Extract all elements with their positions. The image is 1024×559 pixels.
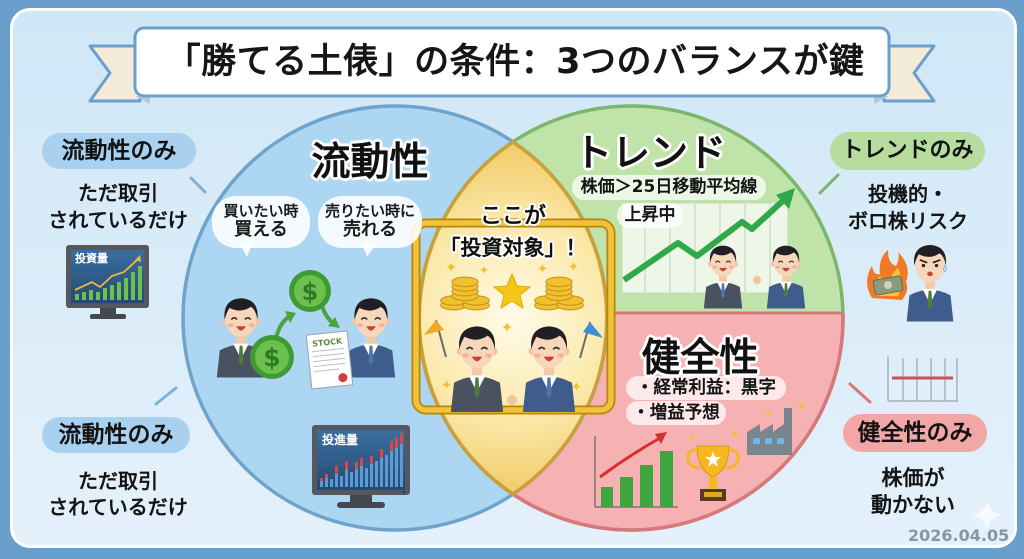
callout-connectors bbox=[154, 173, 872, 406]
flag-icon bbox=[424, 319, 447, 358]
trend-only-line1: 投機的・ bbox=[868, 182, 948, 206]
liquidity-only-tag: 流動性のみ bbox=[42, 417, 190, 453]
worried-businessman-icon bbox=[905, 244, 955, 322]
flag-icon bbox=[579, 321, 603, 359]
speech-bubbles bbox=[212, 196, 422, 257]
health-label: 健全性 bbox=[641, 336, 759, 381]
dollar-coin-icon: $ bbox=[250, 335, 294, 379]
liquidity-only-line2: されているだけ bbox=[48, 208, 188, 232]
health-only-line2: 動かない bbox=[871, 493, 955, 517]
buy-bubble-line1: 買いたい時 bbox=[223, 202, 299, 220]
liquidity-only-tag: 流動性のみ bbox=[42, 133, 196, 169]
svg-text:$: $ bbox=[302, 278, 319, 306]
trend-only-line2: ボロ株リスク bbox=[848, 209, 968, 233]
handshake-icon bbox=[507, 395, 517, 405]
trophy-icon bbox=[686, 430, 740, 501]
sell-bubble-line2: 売れる bbox=[343, 219, 397, 241]
buy-bubble: 買いたい時 買える bbox=[212, 202, 310, 241]
health-only-tag: 健全性のみ bbox=[843, 414, 987, 452]
liquidity-only-line1: ただ取引 bbox=[78, 181, 158, 205]
sell-bubble-line1: 売りたい時に bbox=[324, 202, 415, 220]
liquidity-only-line1: ただ取引 bbox=[78, 469, 158, 493]
buy-bubble-line2: 買える bbox=[234, 219, 288, 241]
factory-icon bbox=[747, 402, 805, 455]
arrow-up-icon bbox=[285, 311, 296, 323]
trend-arrow-icon bbox=[622, 195, 789, 283]
flat-chart-icon bbox=[887, 356, 958, 402]
liquidity-label: 流動性 bbox=[311, 140, 429, 185]
center-line2: 「投資対象」！ bbox=[439, 236, 587, 260]
stock-certificate-icon: STOCK bbox=[305, 330, 354, 390]
health-only-line1: 株価が bbox=[881, 466, 945, 490]
trend-status: 上昇中 bbox=[617, 203, 683, 228]
center-line1: ここが bbox=[479, 204, 546, 229]
bar-chart-rising-icon bbox=[594, 432, 678, 508]
volume-monitor-icon: 投進量 bbox=[312, 425, 410, 508]
trade-illustration: $ $ STOCK bbox=[215, 270, 397, 390]
sell-bubble: 売りたい時に 売れる bbox=[318, 202, 422, 241]
trend-condition: 株価＞25日移動平均線 bbox=[572, 175, 766, 200]
investment-target-illustration bbox=[424, 262, 603, 412]
monitor-chart-icon: 投資量 bbox=[66, 245, 149, 319]
dollar-coin-icon: $ bbox=[289, 270, 331, 312]
liquidity-only-line2: されているだけ bbox=[48, 495, 188, 519]
monitor-label: 投資量 bbox=[75, 251, 108, 265]
svg-text:$: $ bbox=[263, 343, 280, 372]
title-ribbon-icon bbox=[88, 26, 936, 104]
health-point-profit: ・経常利益：黒字 bbox=[626, 376, 786, 400]
monitor-label: 投進量 bbox=[322, 432, 358, 447]
page-title: 「勝てる土俵」の条件：3つのバランスが鍵 bbox=[165, 42, 865, 82]
venn-circles bbox=[181, 104, 845, 532]
trend-label: トレンド bbox=[573, 131, 726, 175]
burning-money-icon bbox=[867, 250, 908, 300]
arrow-down-icon bbox=[328, 317, 340, 328]
svg-text:STOCK: STOCK bbox=[312, 336, 344, 348]
date-stamp: 2026.04.05 bbox=[908, 526, 1010, 545]
health-illustration bbox=[594, 402, 805, 508]
speculation-risk-illustration bbox=[867, 244, 955, 322]
trend-only-tag: トレンドのみ bbox=[830, 132, 985, 170]
star-icon bbox=[492, 272, 532, 310]
health-point-forecast: ・増益予想 bbox=[626, 401, 726, 425]
